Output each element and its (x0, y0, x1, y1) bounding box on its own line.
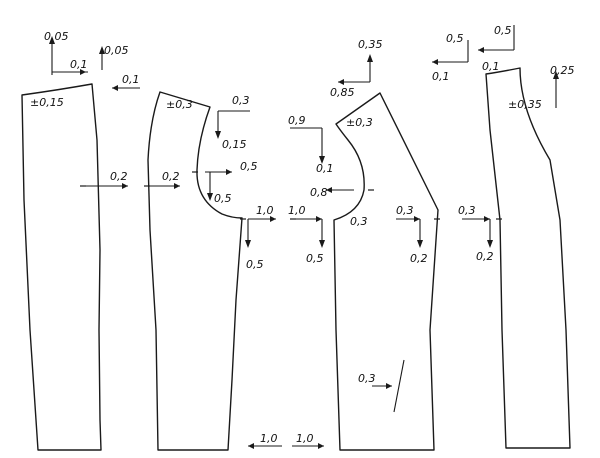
front-outline (485, 67, 571, 449)
label-back-corner-horiz: 0,1 (122, 73, 140, 86)
label-sidefront-waist-horiz: 0,3 (396, 204, 414, 217)
back-piece (21, 83, 102, 451)
side-front-outline (333, 92, 439, 451)
side-back-piece (147, 91, 243, 451)
label-bottom-2: 1,0 (296, 432, 314, 445)
label-sideback-armhole-vert: 0,15 (222, 138, 247, 151)
label-front-top-horiz: 0,1 (432, 70, 450, 83)
label-sideback-armhole-horiz: 0,3 (232, 94, 250, 107)
label-front-corner-vert: 0,5 (494, 24, 512, 37)
label-sidefront-curve-1: 0,1 (316, 162, 334, 175)
dimension-labels: 0,05 0,1 0,05 0,1 ±0,15 0,2 0,2 ±0,3 0,3… (30, 24, 575, 445)
label-sidefront-top-horiz: 1,0 (288, 204, 306, 217)
seam-ticks (80, 171, 502, 220)
label-front-neck-vert: 0,25 (550, 64, 575, 77)
back-outline (21, 83, 102, 451)
front-piece (485, 67, 571, 449)
label-sideback-waist: 0,2 (162, 170, 180, 183)
label-front-corner-horiz: 0,1 (482, 60, 500, 73)
label-back-neck-tol: ±0,15 (30, 96, 64, 109)
label-sidefront-top-vert: 0,5 (306, 252, 324, 265)
label-sideback-underarm-vert: 0,5 (214, 192, 232, 205)
side-front-piece (333, 92, 439, 451)
label-sidefront-shoulder-horiz: 0,85 (330, 86, 355, 99)
label-sidefront-curve-8: 0,8 (310, 186, 328, 199)
dimension-arrows (49, 25, 559, 449)
label-front-waist-vert: 0,2 (476, 250, 494, 263)
label-back-waist: 0,2 (110, 170, 128, 183)
side-back-outline (147, 91, 243, 451)
label-sidefront-hem: 0,3 (358, 372, 376, 385)
label-front-waist-horiz: 0,3 (458, 204, 476, 217)
label-sidefront-underarm: 0,3 (350, 215, 368, 228)
label-sidefront-tol: ±0,3 (346, 116, 373, 129)
label-sideback-hem-horiz: 1,0 (256, 204, 274, 217)
label-front-neck-tol: ±0,35 (508, 98, 542, 111)
label-back-corner-vert: 0,05 (104, 44, 129, 57)
label-sideback-top-tol: ±0,3 (166, 98, 193, 111)
label-sidefront-curve-9: 0,9 (288, 114, 306, 127)
label-sidefront-shoulder-vert: 0,35 (358, 38, 383, 51)
label-sideback-underarm-horiz: 0,5 (240, 160, 258, 173)
label-bottom-1: 1,0 (260, 432, 278, 445)
label-back-top-horiz: 0,1 (70, 58, 88, 71)
label-sideback-hem-vert: 0,5 (246, 258, 264, 271)
label-front-top-vert: 0,5 (446, 32, 464, 45)
label-back-top-vert: 0,05 (44, 30, 69, 43)
label-sidefront-waist-vert: 0,2 (410, 252, 428, 265)
